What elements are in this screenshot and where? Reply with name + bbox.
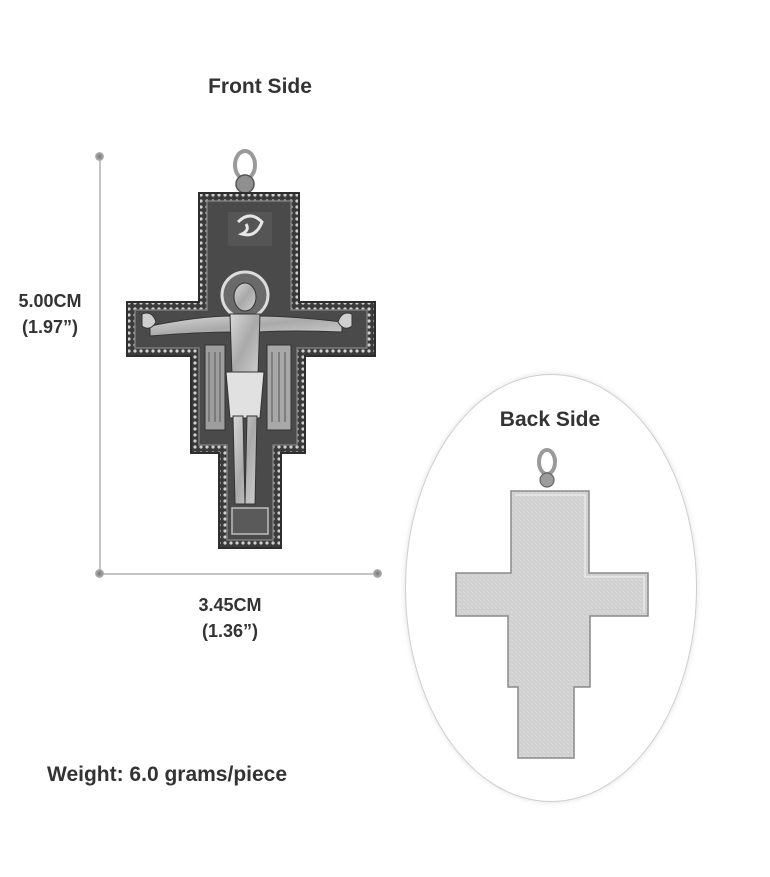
front-side-title: Front Side — [208, 75, 312, 98]
back-bail-ring — [537, 448, 557, 476]
dimension-dot-top — [95, 152, 104, 161]
height-dimension-label: 5.00CM (1.97”) — [0, 288, 100, 340]
width-inches: (1.36”) — [201, 621, 259, 641]
width-dimension-label: 3.45CM (1.36”) — [180, 592, 280, 644]
width-cm: 3.45CM — [198, 595, 262, 615]
width-dimension-line — [100, 573, 378, 575]
height-inches: (1.97”) — [21, 317, 79, 337]
weight-label: Weight: 6.0 grams/piece — [47, 763, 288, 786]
back-cross-body — [455, 490, 649, 759]
dimension-dot-right — [373, 569, 382, 578]
back-side-title: Back Side — [499, 408, 601, 431]
height-cm: 5.00CM — [18, 291, 82, 311]
height-dimension-line — [99, 156, 101, 576]
dimension-dot-corner — [95, 569, 104, 578]
